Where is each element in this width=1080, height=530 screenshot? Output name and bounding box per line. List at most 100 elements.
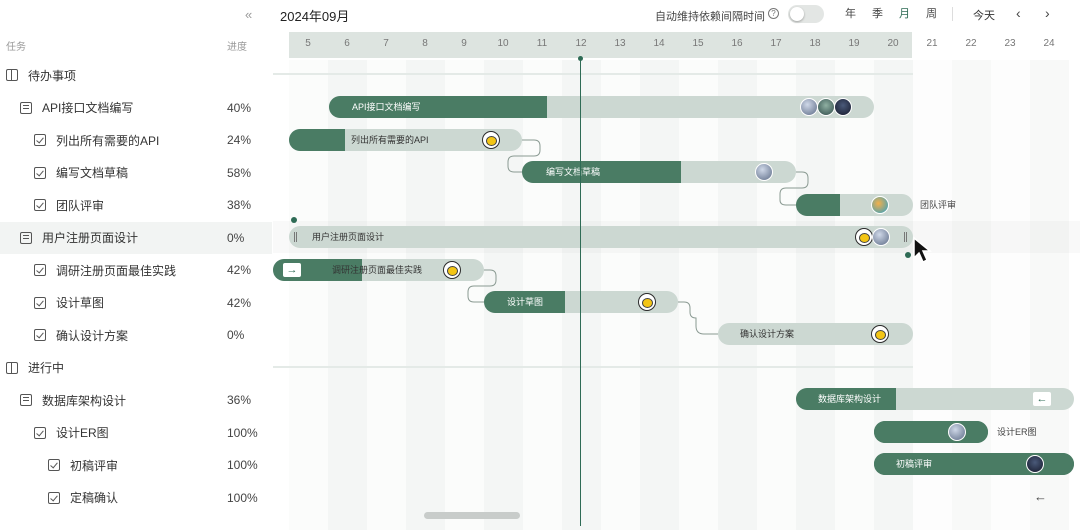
- checkbox-icon[interactable]: [34, 329, 46, 341]
- help-icon[interactable]: ?: [768, 8, 779, 19]
- checkbox-icon[interactable]: [34, 199, 46, 211]
- checkbox-icon[interactable]: [34, 134, 46, 146]
- task-label: 调研注册页面最佳实践: [56, 263, 177, 278]
- progress-fill: [329, 96, 547, 118]
- view-month[interactable]: 月: [899, 8, 910, 20]
- task-row[interactable]: 调研注册页面最佳实践 42%: [0, 254, 272, 286]
- day-number: 9: [461, 38, 467, 49]
- task-progress: 100%: [227, 490, 258, 505]
- day-number: 11: [536, 38, 548, 49]
- today-button[interactable]: 今天: [973, 10, 995, 22]
- auto-dependency-toggle[interactable]: [788, 5, 824, 23]
- task-row[interactable]: 编写文档草稿 58%: [0, 157, 272, 189]
- collapse-icon[interactable]: «: [245, 7, 253, 22]
- task-progress: 36%: [227, 393, 252, 407]
- assignee-avatar[interactable]: [638, 293, 656, 311]
- assignee-avatar[interactable]: [1026, 455, 1044, 473]
- task-row[interactable]: 待办事项: [0, 59, 272, 91]
- day-column: [874, 60, 913, 530]
- dependency-anchor[interactable]: [905, 252, 911, 258]
- gantt-bar[interactable]: 编写文档草稿: [522, 161, 796, 183]
- day-number: 7: [383, 38, 389, 49]
- assignee-avatar[interactable]: [948, 423, 966, 441]
- day-number: 15: [692, 38, 704, 49]
- checkbox-icon[interactable]: [34, 296, 46, 309]
- assignee-avatar[interactable]: [800, 98, 818, 116]
- checkbox-icon[interactable]: [34, 166, 46, 179]
- assignee-avatar[interactable]: [482, 131, 500, 149]
- bar-label: 调研注册页面最佳实践: [332, 265, 423, 275]
- gantt-bar[interactable]: 初稿评审: [874, 453, 1074, 475]
- task-label: 用户注册页面设计: [42, 231, 139, 245]
- day-number: 20: [887, 38, 899, 49]
- bar-label: 编写文档草稿: [546, 167, 601, 177]
- bar-label: 数据库架构设计: [818, 394, 882, 404]
- day-column: [952, 60, 991, 530]
- gantt-bar[interactable]: [796, 194, 913, 216]
- day-number: 17: [770, 38, 782, 49]
- assignee-avatar[interactable]: [855, 228, 873, 246]
- checkbox-icon[interactable]: [34, 426, 46, 439]
- bar-label: 确认设计方案: [740, 329, 795, 339]
- view-quarter[interactable]: 季: [872, 8, 883, 20]
- assignee-avatar[interactable]: [443, 261, 461, 279]
- day-number: 13: [614, 38, 626, 49]
- gantt-bar[interactable]: API接口文档编写: [329, 96, 874, 118]
- dependency-anchor[interactable]: [291, 217, 297, 223]
- gantt-bar[interactable]: 设计草图: [484, 291, 678, 313]
- next-icon[interactable]: ›: [1045, 5, 1050, 21]
- day-number: 10: [497, 38, 509, 49]
- task-label: 初稿评审: [70, 458, 119, 473]
- gantt-bar[interactable]: [874, 421, 988, 443]
- assignee-avatar[interactable]: [871, 325, 889, 343]
- task-label: 设计ER图: [56, 426, 109, 440]
- gantt-bar[interactable]: 用户注册页面设计: [289, 226, 913, 248]
- task-progress: 58%: [227, 165, 252, 180]
- task-label: API接口文档编写: [42, 101, 134, 115]
- day-number: 5: [305, 38, 311, 49]
- right-arrow-icon[interactable]: →: [283, 263, 301, 277]
- assignee-avatar[interactable]: [817, 98, 835, 116]
- gantt-bar[interactable]: 数据库架构设计: [796, 388, 1074, 410]
- prev-icon[interactable]: ‹: [1016, 5, 1021, 21]
- gantt-bar[interactable]: 列出所有需要的API: [289, 129, 522, 151]
- checkbox-icon[interactable]: [48, 459, 60, 471]
- task-label: 编写文档草稿: [56, 166, 129, 180]
- auto-dependency-label: 自动维持依赖间隔时间: [655, 11, 765, 23]
- task-progress: 38%: [227, 198, 252, 212]
- task-row[interactable]: 进行中: [0, 352, 272, 384]
- task-icon: [20, 101, 32, 114]
- assignee-avatar[interactable]: [872, 228, 890, 246]
- group-separator: [273, 73, 913, 75]
- left-arrow-icon[interactable]: ←: [1033, 392, 1051, 406]
- task-progress: 42%: [227, 263, 252, 277]
- checkbox-icon[interactable]: [34, 264, 46, 276]
- day-number: 21: [926, 38, 938, 49]
- bar-label: API接口文档编写: [352, 102, 421, 112]
- day-column: [835, 60, 874, 530]
- assignee-avatar[interactable]: [871, 196, 889, 214]
- gantt-bar[interactable]: 确认设计方案: [718, 323, 913, 345]
- drag-handle[interactable]: [294, 232, 297, 242]
- assignee-avatar[interactable]: [755, 163, 773, 181]
- task-progress: 24%: [227, 133, 252, 147]
- horizontal-scrollbar[interactable]: [424, 512, 520, 519]
- drag-handle[interactable]: [904, 232, 907, 242]
- toolbar-divider: [952, 7, 953, 21]
- view-year[interactable]: 年: [845, 8, 856, 20]
- left-arrow-icon[interactable]: ←: [1034, 489, 1047, 504]
- checkbox-icon[interactable]: [48, 491, 60, 504]
- assignee-avatar[interactable]: [834, 98, 852, 116]
- view-week[interactable]: 周: [926, 8, 937, 20]
